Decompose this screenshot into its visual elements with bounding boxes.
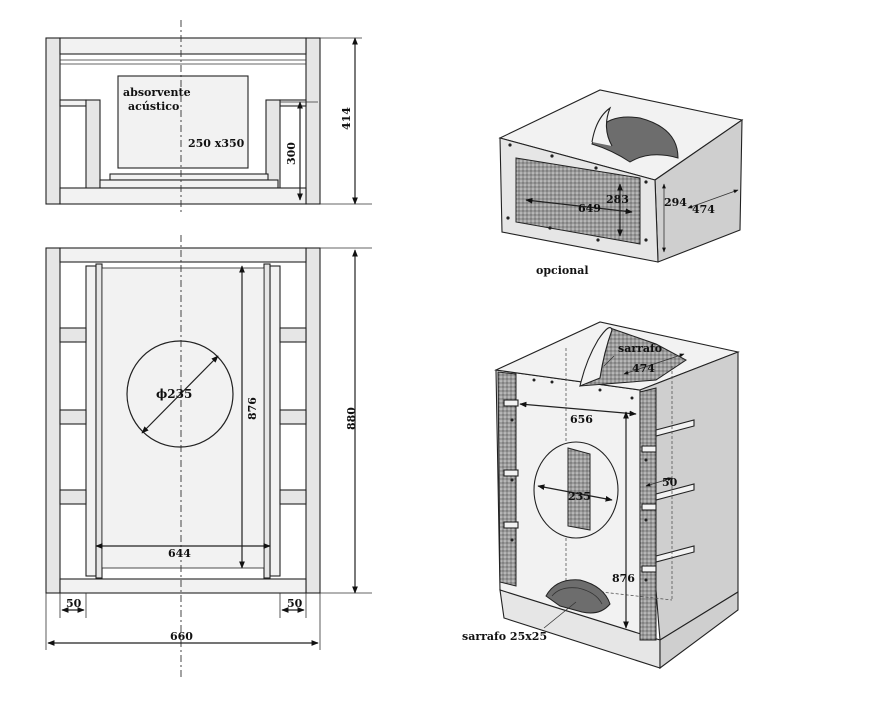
height-414-label: 414	[340, 107, 353, 130]
dim-294-label: 294	[664, 196, 687, 209]
absorbent-label-line2: acústico	[128, 100, 179, 113]
optional-box: 649 283 294 474 opcional	[498, 89, 744, 277]
dim-283-label: 283	[606, 193, 629, 206]
diameter-label: ϕ235	[156, 387, 192, 401]
dim-235-iso-label: 235	[568, 490, 591, 503]
height-880-label: 880	[345, 407, 358, 430]
top-view: ϕ235 876 644 880 50 50 660	[45, 235, 372, 680]
side-50-right-label: 50	[287, 597, 303, 610]
absorbent-label-line1: absorvente	[123, 86, 191, 99]
dim-656-label: 656	[570, 413, 593, 426]
sarrafo-25-label: sarrafo 25x25	[462, 630, 547, 643]
port-size-label: 250 x350	[188, 137, 245, 150]
width-660-label: 660	[170, 630, 193, 643]
front-view: absorvente acústico 250 x350 300 414	[45, 20, 372, 215]
depth-876-label: 876	[246, 397, 259, 420]
height-300-label: 300	[285, 142, 298, 165]
dim-474-opt-label: 474	[692, 203, 715, 216]
dim-649-label: 649	[578, 202, 601, 215]
width-644-label: 644	[168, 547, 191, 560]
dim-50-label: 50	[662, 476, 678, 489]
optional-label: opcional	[536, 264, 589, 277]
dim-474-iso-label: 474	[632, 362, 655, 375]
dim-876-iso-label: 876	[612, 572, 635, 585]
sarrafo-label: sarrafo	[618, 342, 662, 355]
iso-cabinet: 235 656 876 50 474 sarrafo sarrafo 25x25	[462, 321, 740, 670]
side-50-left-label: 50	[66, 597, 82, 610]
